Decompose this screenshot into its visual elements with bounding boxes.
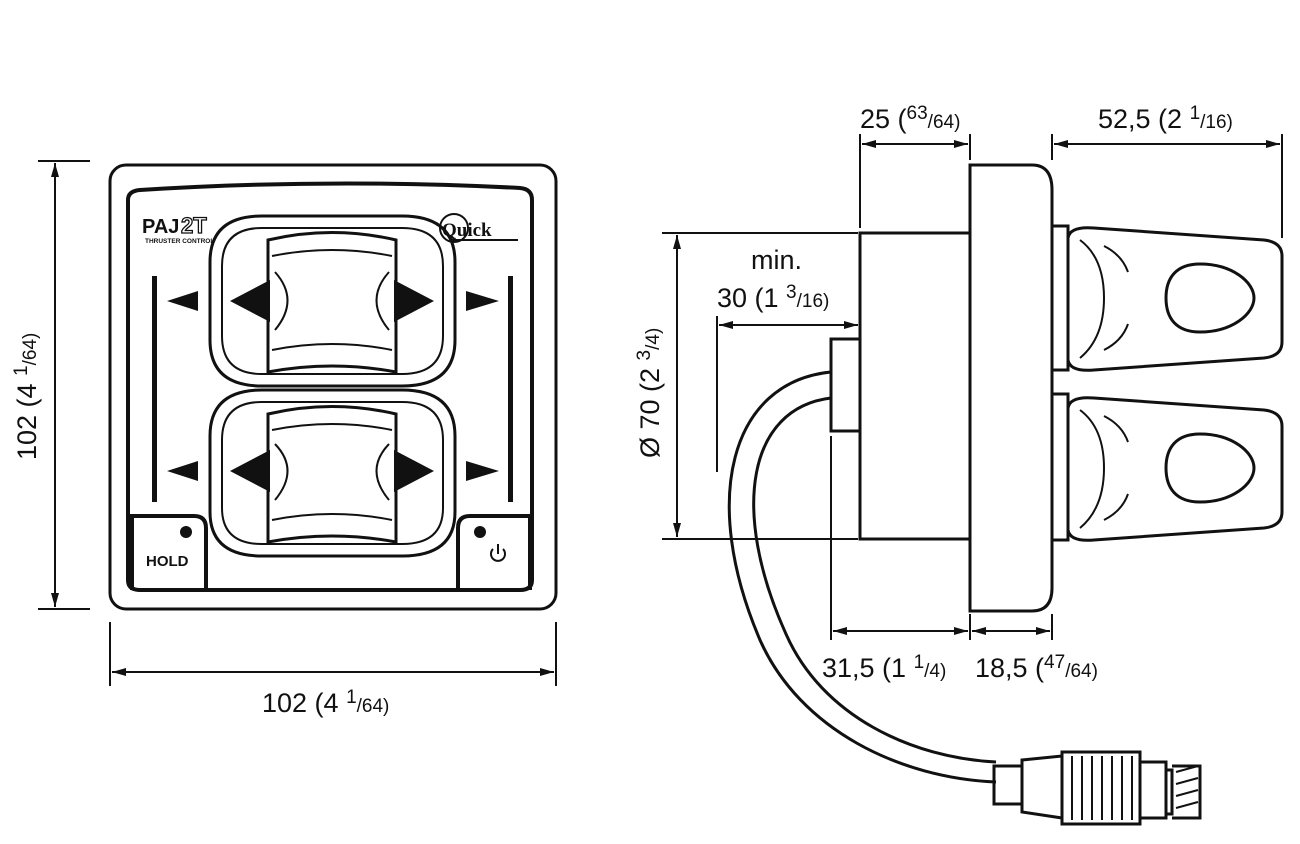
knob-grip-lower (1164, 432, 1256, 504)
depth-25-label: 25 (63/64) (860, 103, 960, 134)
side-guide-right (508, 276, 513, 502)
cable-inner (752, 396, 997, 764)
power-indicator-led (474, 526, 486, 538)
model-suffix: 2T (181, 213, 207, 238)
connector-plug (992, 750, 1202, 826)
rocker-button-lower[interactable] (208, 388, 457, 558)
inner-panel (126, 181, 534, 592)
hold-indicator-led (180, 526, 192, 538)
cable (727, 370, 997, 784)
depth-52-label: 52,5 (2 1/16) (1098, 103, 1233, 134)
depth-52-dimension: 52,5 (2 1/16) (1051, 103, 1283, 238)
cable-boss (829, 337, 862, 433)
brand-logo-text: Quick (442, 220, 492, 241)
depth-18-dimension: 18,5 (47/64) (972, 614, 1098, 683)
body-housing (858, 231, 972, 541)
front-height-dimension: 102 (4 1/64) (11, 160, 90, 610)
depth-31-dimension: 31,5 (1 1/4) (822, 436, 971, 683)
ridge-left-upper (230, 280, 270, 322)
depth-18-label: 18,5 (47/64) (975, 652, 1098, 683)
ridge-left-lower (230, 450, 270, 492)
brand-logo: Quick (439, 213, 518, 243)
diameter-label: Ø 70 (2 3/4) (634, 328, 665, 458)
front-height-label: 102 (4 1/64) (11, 333, 42, 460)
model-prefix: PAJ (142, 216, 179, 238)
arrow-right-lower-icon (466, 461, 499, 481)
power-icon (490, 544, 506, 562)
rocker-knob-upper (1052, 224, 1284, 372)
min-label: min. (751, 245, 802, 275)
rocker-button-upper[interactable] (208, 214, 457, 388)
knob-grip-upper (1164, 262, 1256, 334)
side-guide-left (152, 276, 157, 502)
side-view (727, 163, 1284, 826)
diameter-dimension: Ø 70 (2 3/4) (634, 232, 858, 540)
min-30-label: 30 (1 3/16) (717, 282, 829, 313)
arrow-right-upper-icon (466, 291, 499, 311)
ridge-right-lower (394, 450, 434, 492)
front-bezel (968, 163, 1054, 613)
front-view: PAJ 2T THRUSTER CONTROL Quick (108, 163, 558, 611)
depth-31-label: 31,5 (1 1/4) (822, 652, 946, 683)
outer-frame (108, 163, 558, 611)
ridge-right-upper (394, 280, 434, 322)
min-clearance-dimension: min. 30 (1 3/16) (716, 245, 858, 472)
front-width-label: 102 (4 1/64) (262, 687, 389, 718)
power-button[interactable] (456, 514, 532, 590)
depth-25-dimension: 25 (63/64) (859, 103, 971, 228)
rocker-knob-lower (1052, 392, 1284, 542)
arrow-left-lower-icon (167, 461, 198, 481)
hold-button[interactable]: HOLD (130, 514, 208, 590)
front-width-dimension: 102 (4 1/64) (109, 622, 557, 718)
model-caption: THRUSTER CONTROL (145, 238, 214, 245)
arrow-left-upper-icon (167, 291, 198, 311)
hold-label: HOLD (146, 553, 189, 570)
